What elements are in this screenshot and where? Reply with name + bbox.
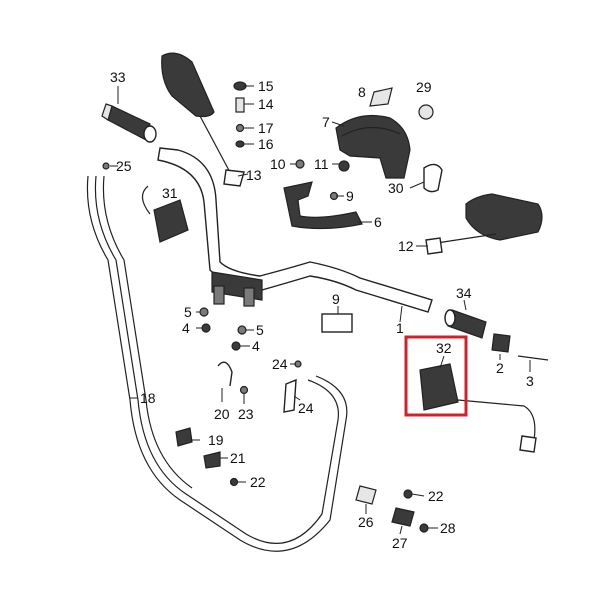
label-33: 33 (110, 69, 126, 85)
label-4a: 4 (182, 320, 190, 336)
label-16: 16 (258, 136, 274, 152)
nut-11 (338, 160, 350, 172)
switch-cover (335, 115, 411, 179)
label-5b: 5 (256, 322, 264, 338)
label-23: 23 (238, 406, 254, 422)
fasteners-4-5 (199, 307, 247, 351)
label-22a: 22 (250, 474, 266, 490)
part-30 (423, 163, 443, 193)
label-6: 6 (374, 214, 382, 230)
label-20: 20 (214, 406, 230, 422)
clips (175, 427, 239, 487)
label-8: 8 (358, 84, 366, 100)
label-9-bolt: 9 (346, 188, 354, 204)
bracket-6 (283, 181, 363, 230)
label-9: 9 (332, 291, 340, 307)
part-29 (418, 104, 434, 120)
label-1: 1 (396, 320, 404, 336)
left-switch (141, 185, 189, 243)
handlebar (157, 147, 433, 313)
label-31: 31 (162, 185, 178, 201)
label-27: 27 (392, 535, 408, 551)
cables (86, 175, 348, 552)
left-mirror (161, 52, 245, 187)
label-22b: 22 (428, 488, 444, 504)
label-17: 17 (258, 120, 274, 136)
label-11: 11 (314, 156, 329, 172)
label-30: 30 (388, 180, 404, 196)
label-24b: 24 (298, 400, 314, 416)
label-28: 28 (440, 520, 456, 536)
part-25 (102, 162, 110, 170)
small-fasteners (233, 81, 247, 148)
part-labels: 33 15 14 17 16 8 29 7 25 10 11 13 30 31 … (110, 69, 534, 551)
bolt-10 (295, 159, 305, 169)
left-grip (101, 103, 157, 143)
label-12: 12 (398, 238, 414, 254)
highlight-box (404, 335, 468, 417)
label-24a: 24 (272, 356, 288, 372)
leader-lines (110, 85, 531, 535)
part-9-box (321, 313, 353, 333)
lower-parts (355, 485, 429, 533)
label-19: 19 (208, 432, 224, 448)
right-mirror (425, 193, 543, 255)
label-29: 29 (416, 79, 432, 95)
right-switch (419, 363, 537, 453)
label-15: 15 (258, 78, 274, 94)
label-34: 34 (456, 285, 472, 301)
label-21: 21 (230, 450, 246, 466)
label-26: 26 (358, 514, 374, 530)
label-13: 13 (246, 167, 262, 183)
label-4b: 4 (252, 338, 260, 354)
label-25: 25 (116, 158, 132, 174)
right-grip (444, 309, 549, 361)
part-8 (369, 87, 393, 107)
label-2: 2 (496, 360, 504, 376)
label-14: 14 (258, 96, 274, 112)
label-32: 32 (436, 340, 452, 356)
label-5a: 5 (184, 304, 192, 320)
label-18: 18 (140, 390, 156, 406)
label-3: 3 (526, 373, 534, 389)
label-7: 7 (322, 114, 330, 130)
label-10: 10 (270, 156, 286, 172)
lever-parts (217, 360, 302, 413)
